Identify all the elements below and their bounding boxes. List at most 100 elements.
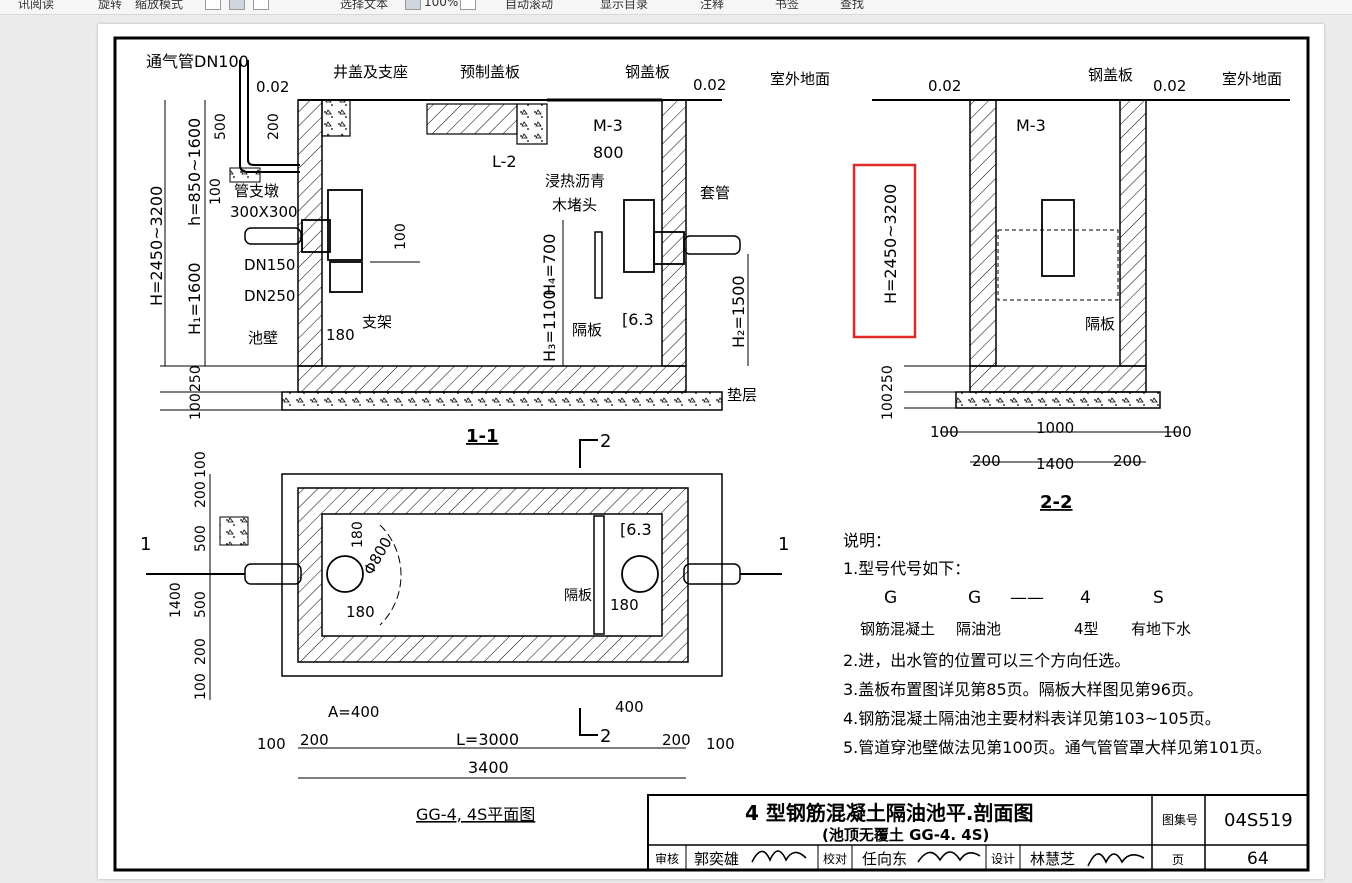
dim-text: 200 xyxy=(662,731,691,749)
steel-cover-label: 钢盖板 xyxy=(625,63,670,81)
code-letter: G xyxy=(968,588,981,608)
dim-text: H₂=1500 xyxy=(729,275,748,348)
code-meaning: 隔油池 xyxy=(956,620,1001,638)
dim-text: 100 xyxy=(188,393,204,420)
dim-text: 200 xyxy=(266,113,282,140)
dim-text: 200 xyxy=(1113,452,1142,470)
pool-wall-label: 池壁 xyxy=(248,329,278,347)
dim-text: 180 xyxy=(326,326,355,344)
title-text: 4 型钢筋混凝土隔油池平.剖面图 xyxy=(745,801,1033,825)
dim-text: 100 xyxy=(930,423,959,441)
outdoor-ground-label: 室外地面 xyxy=(770,70,830,88)
reviewer-name: 郭奕雄 xyxy=(694,850,739,868)
dn150-label: DN150 xyxy=(244,256,295,274)
cushion-label: 垫层 xyxy=(727,386,757,404)
checker-name: 任向东 xyxy=(862,850,907,868)
dim-text: 100 xyxy=(193,673,209,700)
notes: 说明： 1.型号代号如下： G G —— 4 S 钢筋混凝土 隔油池 4型 有地… xyxy=(843,531,1271,757)
outdoor-ground-label-2: 室外地面 xyxy=(1222,70,1282,88)
precast-cover-label: 预制盖板 xyxy=(460,63,520,81)
page-number: 64 xyxy=(1247,849,1269,869)
dim-text: H₄=700 xyxy=(540,234,559,296)
sleeve-label: 套管 xyxy=(700,184,730,202)
dim-text: 200 xyxy=(300,731,329,749)
select-text-icon[interactable] xyxy=(405,0,421,10)
code-meaning: 钢筋混凝土 xyxy=(860,620,935,638)
dim-text: 200 xyxy=(193,638,209,665)
fit-page-icon[interactable] xyxy=(229,0,245,10)
toolbar-item[interactable]: 旋转 xyxy=(98,0,123,11)
note-line: 4.钢筋混凝土隔油池主要材料表详见第103~105页。 xyxy=(843,709,1221,728)
title-block xyxy=(647,794,1309,871)
dim-text: 200 xyxy=(972,452,1001,470)
code-letter: 4 xyxy=(1080,588,1091,608)
section-2-2-title: 2-2 xyxy=(1040,492,1073,513)
dim-text: 1400 xyxy=(1036,455,1074,473)
checker-label: 校对 xyxy=(823,851,847,866)
toolbar-item[interactable]: 查找 xyxy=(840,0,865,11)
c63-label: [6.3 xyxy=(622,310,654,329)
support-label: 支架 xyxy=(362,313,392,331)
manhole-label: 井盖及支座 xyxy=(333,63,408,81)
reviewer-signature xyxy=(751,850,807,863)
zoom-value[interactable]: 100% xyxy=(424,0,459,9)
toolbar-item[interactable]: 注释 xyxy=(700,0,725,11)
dim-text: 500 xyxy=(193,525,209,552)
toolbar-item[interactable]: 缩放模式 xyxy=(135,0,184,11)
single-page-icon[interactable] xyxy=(205,0,221,10)
engineering-drawing: 通气管DN100 0.02 井盖及支座 预制盖板 钢盖板 0.02 室外地面 M… xyxy=(113,36,1310,872)
section-2-2 xyxy=(872,99,1290,463)
m3-label: M-3 xyxy=(593,116,623,135)
dim-text: H₃=1100 xyxy=(540,289,559,362)
note-line: 1.型号代号如下： xyxy=(843,559,970,578)
plan-view xyxy=(146,439,782,779)
l2-label: L-2 xyxy=(492,152,517,171)
dim-text: 250 xyxy=(880,365,896,392)
wood-plug-label: 木堵头 xyxy=(552,196,597,214)
dim-text: 500 xyxy=(193,591,209,618)
section-mark: 2 xyxy=(600,726,611,747)
code-meaning: 4型 xyxy=(1074,620,1099,638)
dim-text: 0.02 xyxy=(256,78,289,96)
dim-text: 0.02 xyxy=(693,76,726,94)
toolbar-item[interactable]: 自动滚动 xyxy=(505,0,554,11)
viewer-toolbar: 讯阅读 旋转 缩放模式 选择文本 100% 自动滚动 显示目录 注释 书签 查找 xyxy=(0,0,1352,15)
pipe-pier-label: 管支墩 xyxy=(234,182,279,200)
dim-text: H₁=1600 xyxy=(185,262,204,335)
atlas-label: 图集号 xyxy=(1162,812,1198,827)
steel-cover-label-2: 钢盖板 xyxy=(1088,66,1133,84)
toolbar-item[interactable]: 书签 xyxy=(775,0,800,11)
reviewer-label: 审核 xyxy=(655,851,679,866)
dim-text: 100 xyxy=(208,178,224,205)
atlas-number: 04S519 xyxy=(1224,810,1293,831)
note-line: 3.盖板布置图详见第85页。隔板大样图见第96页。 xyxy=(843,680,1203,699)
dim-text: 250 xyxy=(188,365,204,392)
dim-text: H=2450~3200 xyxy=(147,186,166,306)
highlight-box xyxy=(852,163,917,339)
page-label: 页 xyxy=(1172,853,1184,867)
dn250-label: DN250 xyxy=(244,287,295,305)
dim-text: 180 xyxy=(350,521,366,548)
dim-text: 100 xyxy=(257,735,286,753)
section-1-1-title: 1-1 xyxy=(466,426,499,447)
plan-title: GG-4, 4S平面图 xyxy=(416,805,535,824)
section-mark: 2 xyxy=(600,431,611,452)
code-meaning: 有地下水 xyxy=(1131,620,1191,638)
pier-size-label: 300X300 xyxy=(230,203,298,221)
title-subtitle: (池顶无覆土 GG-4. 4S) xyxy=(822,826,989,844)
dim-text: 800 xyxy=(593,143,624,162)
notes-heading: 说明： xyxy=(843,531,891,550)
dim-text: 100 xyxy=(1163,423,1192,441)
toolbar-item[interactable]: 选择文本 xyxy=(340,0,389,11)
code-letter: —— xyxy=(1010,588,1044,608)
two-page-icon[interactable] xyxy=(253,0,269,10)
dim-text: 100 xyxy=(193,451,209,478)
section-1-1 xyxy=(160,60,749,411)
designer-signature xyxy=(1087,853,1145,867)
dim-text: 180 xyxy=(610,596,639,614)
dim-text: 3400 xyxy=(468,758,509,777)
toolbar-item[interactable]: 显示目录 xyxy=(600,0,649,11)
zoom-in-icon[interactable] xyxy=(460,0,476,10)
toolbar-item[interactable]: 讯阅读 xyxy=(18,0,55,11)
code-letter: S xyxy=(1153,588,1164,608)
